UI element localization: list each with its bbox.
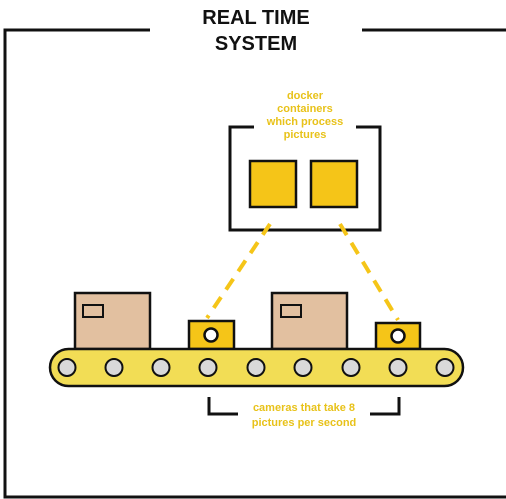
roller-icon [293, 358, 313, 377]
roller-icon [104, 358, 124, 377]
title-line-2: SYSTEM [215, 33, 297, 55]
docker-caption-line-3: which process [266, 116, 343, 128]
camera-icon [187, 319, 236, 351]
cameras-caption-line-2: pictures per second [252, 417, 357, 429]
cameras-bracket [207, 397, 401, 416]
title-line-1: REAL TIME [202, 7, 309, 29]
cameras-caption-line-1: cameras that take 8 [253, 402, 355, 414]
roller-icon [388, 358, 408, 377]
container-icon [248, 159, 298, 209]
roller-icon [151, 358, 171, 377]
system-frame [3, 28, 506, 499]
docker-caption-line-1: docker [287, 90, 324, 102]
rollers [57, 358, 455, 377]
docker-frame [228, 125, 382, 232]
docker-caption-line-4: pictures [284, 129, 327, 141]
roller-icon [57, 358, 77, 377]
roller-icon [246, 358, 266, 377]
roller-icon [198, 358, 218, 377]
box-icon [73, 291, 152, 351]
box-icon [270, 291, 349, 351]
docker-caption-line-2: containers [277, 103, 333, 115]
connector-left [205, 222, 272, 320]
roller-icon [435, 358, 455, 377]
camera-icon [374, 321, 422, 351]
container-icon [309, 159, 359, 209]
connector-right [338, 222, 400, 322]
roller-icon [341, 358, 361, 377]
